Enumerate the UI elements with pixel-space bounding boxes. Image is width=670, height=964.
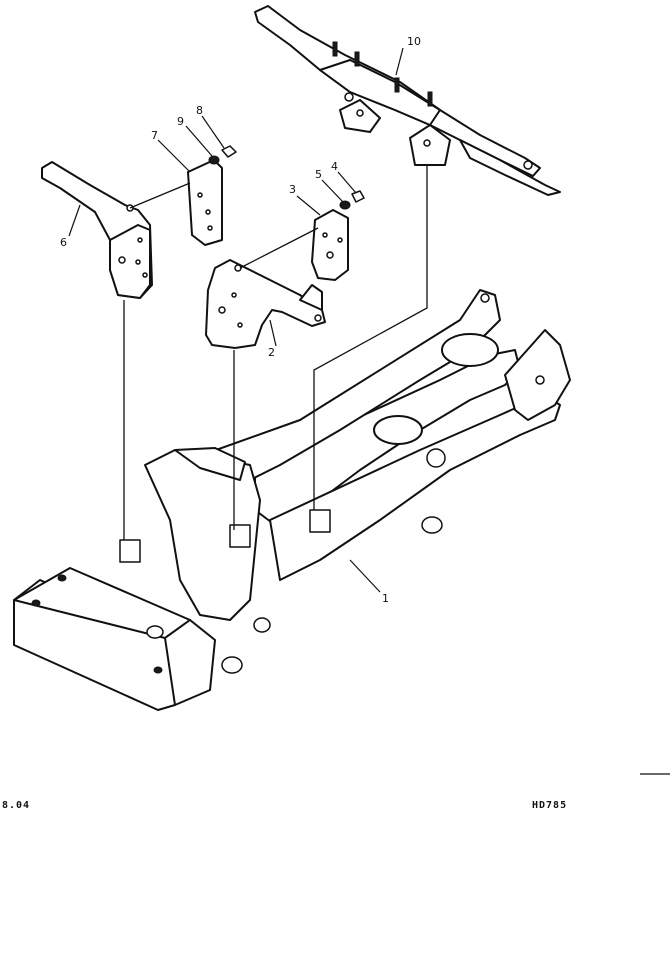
callout-4: 4: [331, 160, 338, 173]
part-4-bolt: [351, 190, 365, 203]
part-8-bolt: [221, 145, 237, 158]
callout-8: 8: [196, 104, 203, 117]
model-number: HD785: [532, 800, 567, 811]
leader-lines: [68, 47, 404, 593]
callout-1: 1: [382, 592, 389, 605]
callout-5: 5: [315, 168, 322, 181]
part-3-plate: [311, 209, 349, 281]
page-footer: 8.04 HD785: [2, 773, 670, 811]
callout-6: 6: [60, 236, 67, 249]
part-5-washer: [339, 200, 351, 210]
callout-3: 3: [289, 183, 296, 196]
page-reference: 8.04: [2, 800, 30, 811]
assembly-guide-lines: [123, 165, 428, 540]
part-9-washer: [208, 155, 220, 165]
callout-7: 7: [151, 129, 158, 142]
callout-9: 9: [177, 115, 184, 128]
part-6-bracket: [41, 161, 153, 299]
part-2-bracket: [205, 259, 326, 349]
callout-numbers: 1 2 3 4 5 6 7 8 9 10: [60, 35, 421, 605]
part-7-plate: [187, 159, 223, 246]
part-1-main-frame: [13, 289, 571, 711]
callout-10: 10: [407, 35, 421, 48]
callout-2: 2: [268, 346, 275, 359]
part-10-rear-frame: [254, 5, 561, 196]
